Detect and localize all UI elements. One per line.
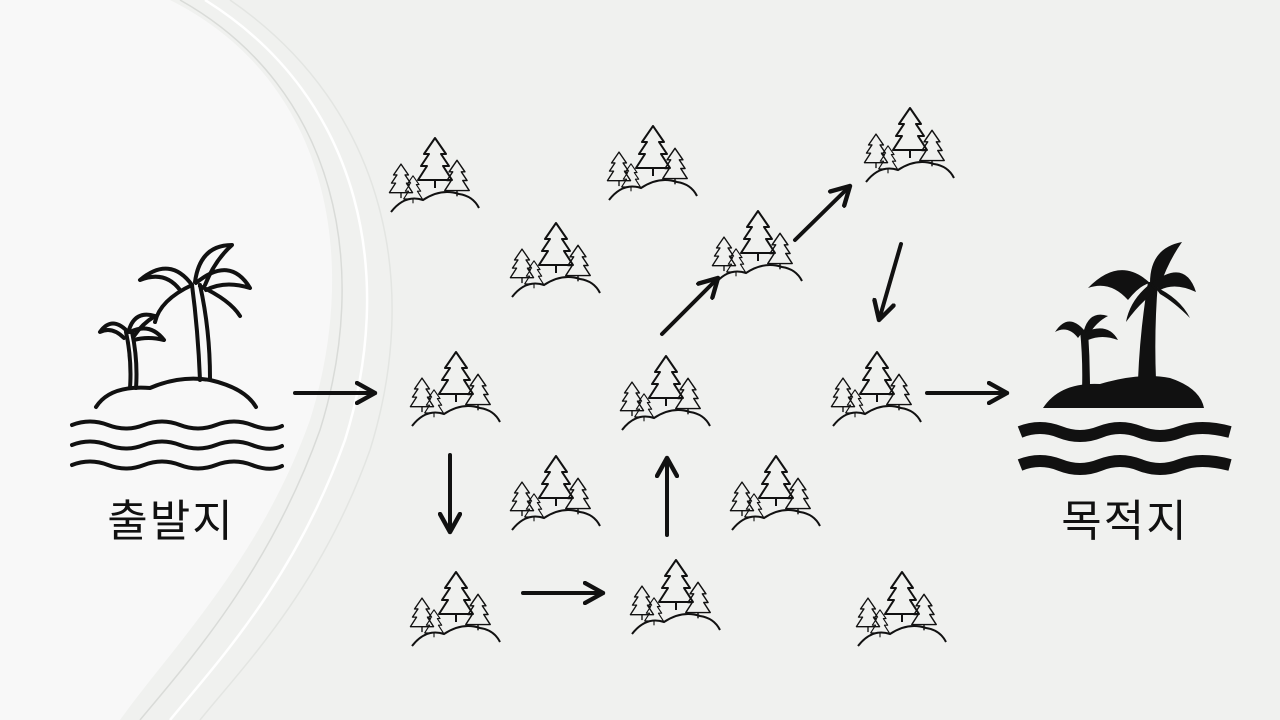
forest-icon: [856, 572, 946, 646]
decor-curve-2: [169, 0, 369, 720]
forest-icon: [389, 138, 479, 212]
forest-icon: [410, 352, 500, 426]
destination-label: 목적지: [1061, 496, 1189, 547]
forest-icon: [510, 456, 600, 530]
decor-curve-1: [139, 0, 343, 720]
forest-icon: [831, 352, 921, 426]
arrow-icon: [879, 242, 903, 320]
decor-curve-3: [199, 0, 393, 720]
forest-icon: [410, 572, 500, 646]
arrow-icon: [660, 278, 718, 336]
forest-icon: [864, 108, 954, 182]
start-label: 출발지: [107, 496, 235, 547]
island-filled-icon: [1017, 242, 1232, 475]
forest-icon: [620, 356, 710, 430]
forest-icon: [510, 223, 600, 297]
left-panel: [0, 0, 333, 720]
island-outline-icon: [70, 243, 284, 471]
arrow-icon: [793, 186, 850, 242]
forest-icon: [607, 126, 697, 200]
forest-icon: [630, 560, 720, 634]
forest-icon: [730, 456, 820, 530]
forest-icon: [712, 211, 802, 285]
